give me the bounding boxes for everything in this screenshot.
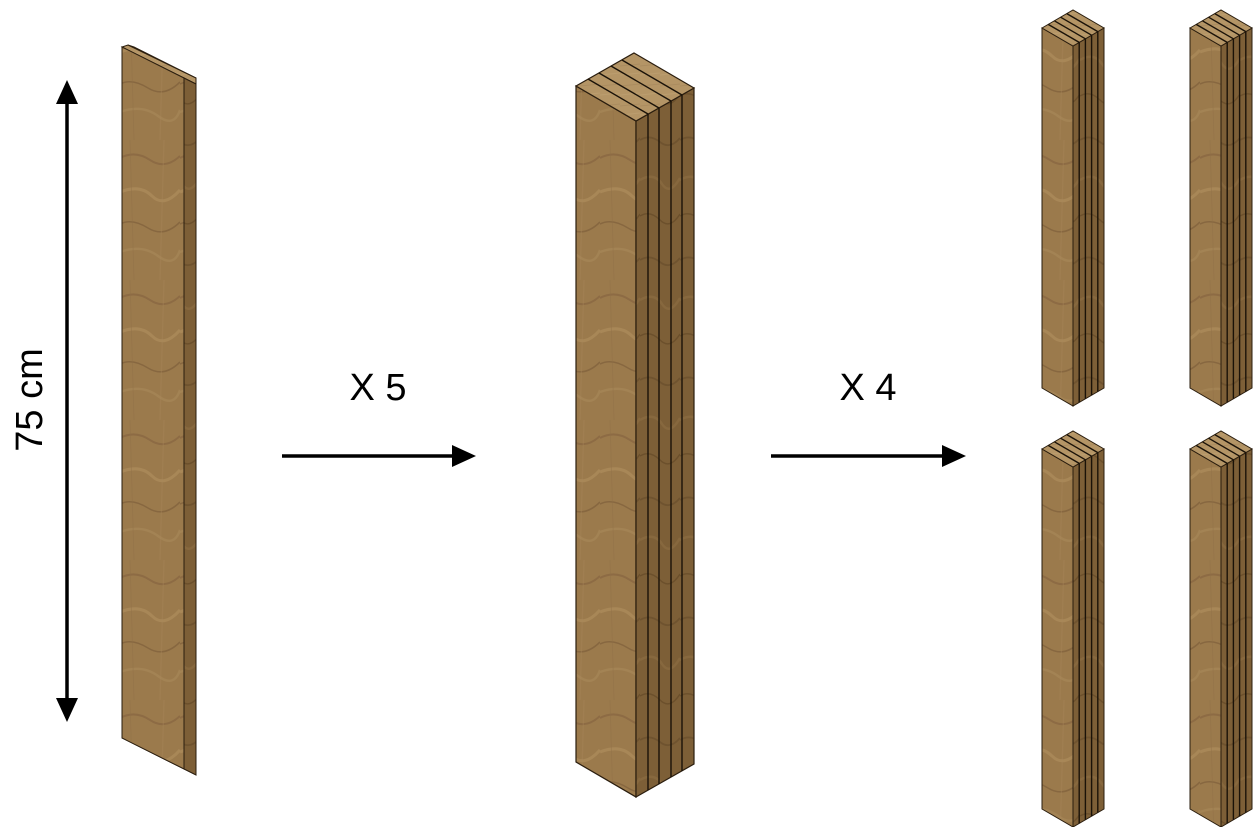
post-top-face: [1041, 9, 1105, 47]
post-top-seam: [1047, 23, 1080, 44]
post-top-seam: [1202, 20, 1234, 40]
post-top-face: [1189, 430, 1253, 468]
post-side-face: [1220, 27, 1253, 407]
step2-label: X 4: [839, 367, 896, 409]
post-side-face: [1220, 448, 1253, 827]
post-front-face: [1189, 448, 1222, 827]
post-top-seam: [1054, 441, 1086, 461]
right-arrow-icon: [282, 445, 476, 467]
post-top-seam: [1208, 437, 1240, 457]
post-front-face: [1189, 27, 1222, 407]
post-top-face: [1041, 430, 1105, 468]
post-top-seam: [1214, 433, 1247, 454]
post-top-seam: [1195, 23, 1228, 44]
post-front-face: [1041, 27, 1074, 407]
post-4: [1189, 430, 1253, 827]
right-arrow-icon: [771, 445, 966, 467]
post-top-seam: [1214, 12, 1247, 33]
glued-stack: [574, 52, 696, 799]
post-top-seam: [1060, 16, 1092, 36]
post-top-seam: [1047, 444, 1080, 465]
dimension-arrow-icon: [56, 80, 78, 722]
post-top-seam: [1066, 12, 1099, 33]
step1-label: X 5: [349, 367, 406, 409]
height-label: 75 cm: [9, 348, 51, 451]
post-top-seam: [1054, 20, 1086, 40]
post-3: [1041, 430, 1105, 827]
post-side-face: [1072, 27, 1105, 407]
post-top-seam: [1195, 444, 1228, 465]
post-top-seam: [1208, 16, 1240, 36]
post-top-seam: [1060, 437, 1092, 457]
single-board: [120, 44, 197, 776]
post-top-face: [1189, 9, 1253, 47]
post-top-seam: [1202, 441, 1234, 461]
post-side-face: [1072, 448, 1105, 827]
post-1: [1041, 9, 1105, 407]
post-2: [1189, 9, 1253, 407]
resulting-posts: [1041, 9, 1253, 827]
post-top-seam: [1066, 433, 1099, 454]
post-front-face: [1041, 448, 1074, 827]
